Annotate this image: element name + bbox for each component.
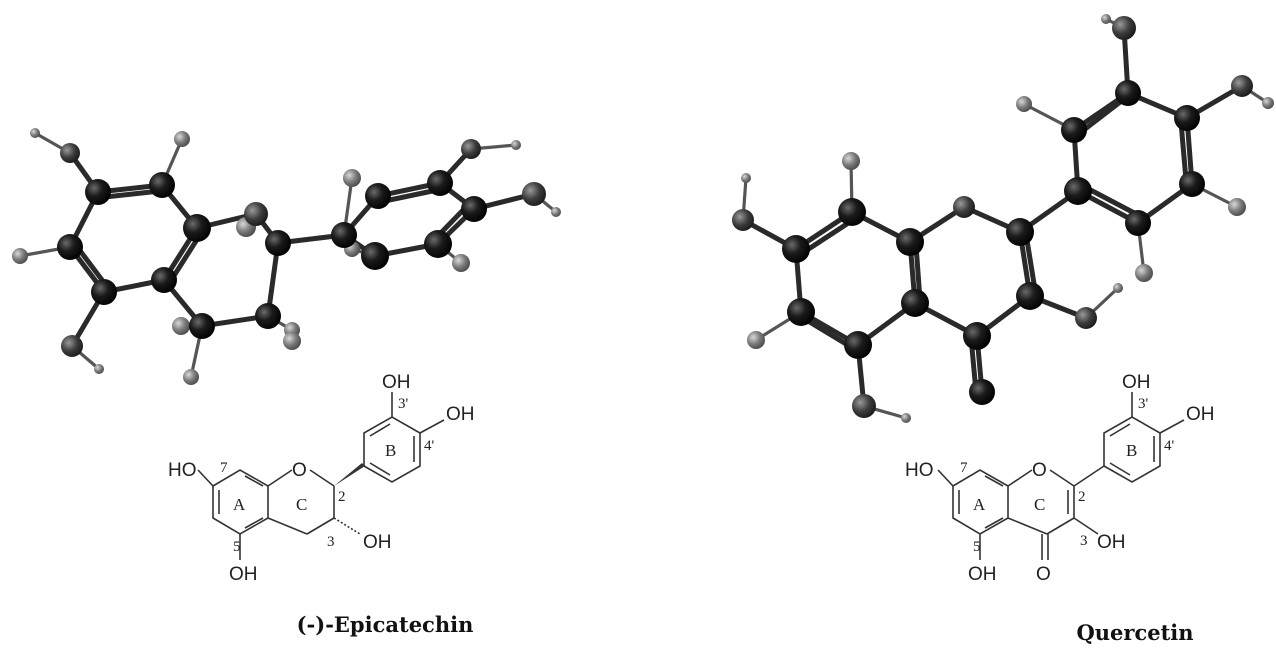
label-o-ring: O xyxy=(1032,460,1047,481)
label-num-3: 3 xyxy=(327,534,335,550)
label-ring-a: A xyxy=(233,495,246,514)
label-num-4prime: 4' xyxy=(1164,438,1175,454)
label-num-3prime: 3' xyxy=(398,396,409,412)
label-ring-b: B xyxy=(385,441,396,460)
label-num-3: 3 xyxy=(1080,533,1088,549)
label-num-2: 2 xyxy=(338,489,346,505)
quercetin-3d-model xyxy=(732,14,1274,423)
label-oh-3: OH xyxy=(363,532,392,553)
label-oh-5: OH xyxy=(229,564,258,585)
label-oh-3prime: OH xyxy=(1122,372,1151,393)
label-oh-4prime: OH xyxy=(446,404,475,425)
epicatechin-structural-formula: HO 7 O A C B 2 3 5 OH OH OH 3' OH 4' xyxy=(168,372,475,585)
label-ring-b: B xyxy=(1126,441,1137,460)
label-oh-3: OH xyxy=(1097,532,1126,553)
label-oh-7: HO xyxy=(905,460,934,481)
label-num-2: 2 xyxy=(1078,489,1086,505)
label-num-4prime: 4' xyxy=(424,438,435,454)
label-ring-c: C xyxy=(296,495,307,514)
label-ring-c: C xyxy=(1034,495,1045,514)
label-num-5: 5 xyxy=(233,539,241,555)
caption-quercetin: Quercetin xyxy=(1076,620,1193,645)
label-num-7: 7 xyxy=(960,460,968,476)
epicatechin-3d-model xyxy=(12,128,561,385)
label-num-3prime: 3' xyxy=(1138,396,1149,412)
label-ring-a: A xyxy=(973,495,986,514)
label-o-keto: O xyxy=(1036,564,1051,585)
label-oh-3prime: OH xyxy=(382,372,411,393)
label-num-7: 7 xyxy=(220,460,228,476)
caption-epicatechin: (-)-Epicatechin xyxy=(297,612,474,637)
label-oh-4prime: OH xyxy=(1186,404,1215,425)
label-o-ring: O xyxy=(292,460,307,481)
label-oh-7: HO xyxy=(168,460,197,481)
label-oh-5: OH xyxy=(968,564,997,585)
quercetin-structural-formula: HO 7 O A C B 2 3 5 OH OH O OH 3' OH 4' xyxy=(905,372,1215,585)
label-num-5: 5 xyxy=(973,539,981,555)
